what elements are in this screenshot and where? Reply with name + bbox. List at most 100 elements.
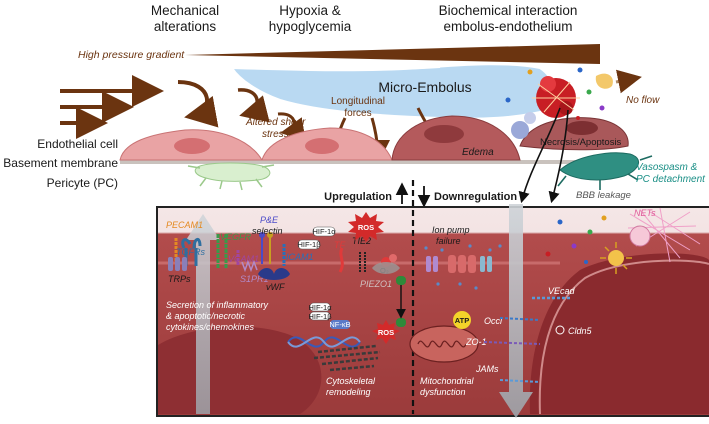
header-biochem-line2: embolus-endothelium <box>443 19 572 34</box>
label-basement-membrane: Basement membrane <box>3 156 118 170</box>
endothelial-nucleus-1 <box>174 138 210 154</box>
icam1-label: ICAM1 <box>286 252 314 262</box>
green-signal-1 <box>396 276 406 285</box>
neutrophil-cell <box>629 225 651 247</box>
ros-burst-top <box>348 212 384 242</box>
header-hypoxia-line2: hypoglycemia <box>269 19 352 34</box>
edema-nucleus <box>424 125 464 143</box>
hif1a-top-label: HIF-1α <box>312 227 336 236</box>
pe-selectin-receptor <box>259 232 273 264</box>
no-flow-label: No flow <box>626 95 660 106</box>
upregulation-big-arrow <box>186 214 220 414</box>
leukocyte-cell <box>511 121 529 139</box>
shear-stress-line1: Altered shear <box>245 117 306 128</box>
vessel-lumen-stripe <box>229 64 441 71</box>
particle-dot <box>505 97 511 103</box>
s1pr1-receptor <box>241 259 258 273</box>
endothelial-nucleus-2 <box>305 138 339 154</box>
embolus-downward-arrow-2 <box>548 109 569 204</box>
embolus-downward-arrow-1 <box>518 107 561 204</box>
atp-molecule <box>453 311 471 329</box>
basement-membrane <box>120 160 620 164</box>
jams-junction <box>499 379 541 383</box>
tie2-receptor <box>359 252 366 272</box>
hif1b-mid-label: HIF-1β <box>308 312 332 321</box>
pressure-gradient-wedge <box>185 44 600 64</box>
vegfr-label: VEGFR <box>220 232 252 242</box>
tf-label: TF <box>334 240 345 250</box>
vecad-label: VEcad <box>548 286 576 296</box>
detached-pericyte <box>559 152 639 181</box>
piezo1-channel <box>372 262 400 274</box>
trp-channel <box>168 257 187 271</box>
longitudinal-forces-line1: Longitudinal <box>331 96 385 107</box>
pe-selectin-line1: P&E <box>260 215 279 225</box>
header-biochem-line1: Biochemical interaction <box>439 3 578 18</box>
yellow-immune-spikes <box>600 242 632 274</box>
bbb-leakage-label: BBB leakage <box>576 190 631 201</box>
particle-dot <box>586 89 592 95</box>
tie2-label: TIE2 <box>352 236 371 246</box>
clot-fibrin <box>532 81 580 113</box>
particle-dot <box>527 69 533 75</box>
nfkb-label: NF-κB <box>329 320 350 329</box>
panel-nucleus <box>158 326 322 414</box>
pericyte-processes <box>187 164 275 191</box>
mito-line1: Mitochondrial <box>420 376 475 386</box>
vegfr-receptor <box>216 234 228 268</box>
zo1-label: ZO-1 <box>465 337 487 347</box>
occl-junction <box>499 317 541 321</box>
nfkb-box <box>330 320 350 329</box>
panel-neighbor-cell <box>529 253 709 414</box>
vasospasm-line1: Vasospasm & <box>636 162 698 173</box>
clot-red-cell-2 <box>559 101 573 115</box>
vwf-label: vWF <box>266 282 285 292</box>
nets-label: NETs <box>634 208 656 218</box>
pericyte-cell <box>194 162 271 182</box>
green-signal-2 <box>396 318 406 327</box>
cytoskeleton-fibers <box>313 344 381 372</box>
nets-mesh <box>627 207 701 263</box>
ros-top-label: ROS <box>358 223 374 232</box>
detail-panel: PECAM1 TGFRs VEGFR VCAM1 P&E selectin IC… <box>156 180 709 418</box>
ion-pump-line2: failure <box>436 236 461 246</box>
mito-line2: dysfunction <box>420 387 466 397</box>
piezo1-label: PIEZO1 <box>360 279 392 289</box>
mitochondrion <box>409 325 479 363</box>
particle-dot <box>577 67 583 73</box>
particle-dot <box>576 116 580 120</box>
clot-red-cell-1 <box>540 76 556 92</box>
s1pr1-label: S1PR1 <box>240 274 269 284</box>
shear-curve-arrow-2 <box>237 88 270 123</box>
secretion-line1: Secretion of inflammatory <box>166 300 269 310</box>
shear-curve-arrow-3 <box>277 112 306 141</box>
longitudinal-forces-line2: forces <box>344 108 371 119</box>
upregulation-label: Upregulation <box>324 191 392 203</box>
platelet-yellow <box>595 73 613 89</box>
shear-stress-line2: stress <box>262 129 289 140</box>
o2-molecule-2 <box>389 254 397 262</box>
ion-pump-channels <box>426 255 492 273</box>
zo1-junction <box>483 341 541 345</box>
shear-curve-arrow-1 <box>177 80 219 128</box>
atp-label: ATP <box>455 316 469 325</box>
dna-helix-2 <box>287 336 361 348</box>
secretion-line2: & apoptotic/necrotic <box>166 311 246 321</box>
trps-label: TRPs <box>168 274 191 284</box>
edema-label: Edema <box>462 147 494 158</box>
header-mechanical-line1: Mechanical <box>151 3 219 18</box>
label-pericyte: Pericyte (PC) <box>47 176 118 190</box>
mitochondrion-cristae <box>417 340 467 348</box>
hif1a-box-mid <box>309 302 331 312</box>
vwf-protein <box>258 268 290 280</box>
ros-burst-mid <box>372 320 400 344</box>
cldn5-label: Cldn5 <box>568 326 593 336</box>
tf-receptor <box>338 247 344 273</box>
no-flow-arrow <box>615 69 642 94</box>
header-hypoxia-line1: Hypoxia & <box>279 3 341 18</box>
jams-label: JAMs <box>475 364 499 374</box>
pecam1-label: PECAM1 <box>166 220 203 230</box>
pe-selectin-line2: selectin <box>252 226 283 236</box>
